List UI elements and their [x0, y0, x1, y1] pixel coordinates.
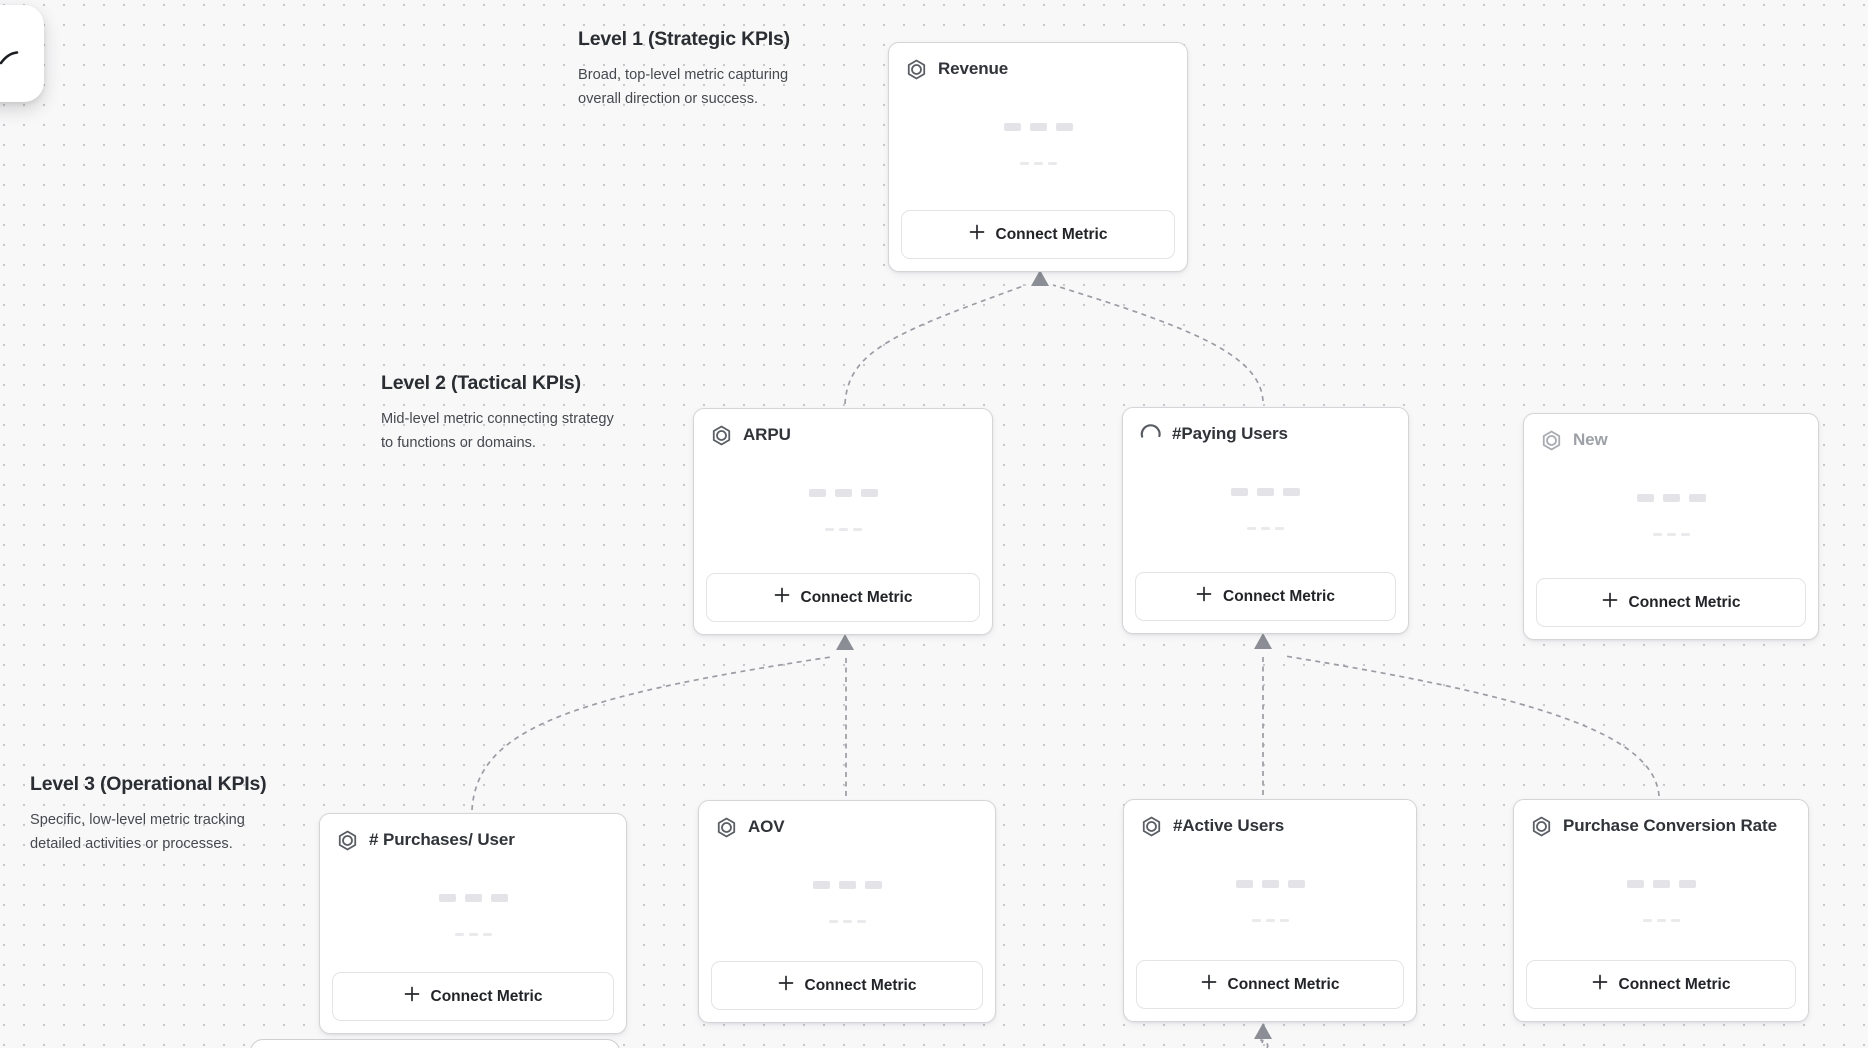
metric-title: #Paying Users	[1172, 424, 1288, 443]
metric-card-purchase-conversion-rate[interactable]: Purchase Conversion Rate Connect Metric	[1513, 799, 1809, 1022]
arrowhead-into-paying-users	[1254, 633, 1272, 649]
floating-panel[interactable]	[0, 5, 44, 102]
plus-icon	[404, 986, 420, 1007]
skeleton-dashes	[1514, 919, 1808, 922]
metric-card-aov[interactable]: AOV Connect Metric	[698, 800, 996, 1023]
skeleton-bars	[694, 489, 992, 497]
edge-purchases-to-arpu	[471, 656, 832, 811]
card-header: # Purchases/ User	[335, 828, 515, 852]
edge-pcr-to-paying-users	[1284, 655, 1660, 797]
skeleton-bars	[320, 894, 626, 902]
plus-icon	[1196, 586, 1212, 607]
metric-hexagon-icon	[904, 57, 928, 81]
skeleton-dashes	[694, 528, 992, 531]
metric-card-active-users[interactable]: #Active Users Connect Metric	[1123, 799, 1417, 1022]
skeleton-bars	[1123, 488, 1408, 496]
pen-stroke-icon	[0, 51, 19, 65]
level-3-description: Specific, low-level metric tracking deta…	[30, 812, 245, 852]
metric-hexagon-icon	[1539, 428, 1563, 452]
connect-metric-label: Connect Metric	[1223, 587, 1335, 605]
metric-card-arpu[interactable]: ARPU Connect Metric	[693, 408, 993, 635]
skeleton-dashes	[699, 920, 995, 923]
card-header: ARPU	[709, 423, 791, 447]
plus-icon	[1592, 974, 1608, 995]
level-1-label: Level 1 (Strategic KPIs) Broad, top-leve…	[578, 28, 840, 111]
level-2-title: Level 2 (Tactical KPIs)	[381, 372, 581, 394]
metric-hexagon-icon	[709, 423, 733, 447]
metric-title: #Active Users	[1173, 816, 1285, 835]
skeleton-dashes	[1524, 533, 1818, 536]
level-3-label: Level 3 (Operational KPIs) Specific, low…	[30, 773, 292, 856]
connect-metric-button[interactable]: Connect Metric	[1536, 578, 1806, 627]
metric-hexagon-icon	[714, 815, 738, 839]
metric-title: Purchase Conversion Rate	[1563, 816, 1777, 835]
connect-metric-label: Connect Metric	[1618, 975, 1731, 993]
card-header: Revenue	[904, 57, 1008, 81]
level-3-title: Level 3 (Operational KPIs)	[30, 773, 267, 795]
edge-arpu-to-revenue	[844, 284, 1027, 405]
arrowhead-into-revenue	[1031, 270, 1049, 286]
connect-metric-label: Connect Metric	[804, 976, 917, 994]
level-2-description: Mid-level metric connecting strategy to …	[381, 411, 614, 451]
connect-metric-button[interactable]: Connect Metric	[706, 573, 980, 622]
plus-icon	[778, 975, 794, 996]
level-1-title: Level 1 (Strategic KPIs)	[578, 28, 790, 50]
card-header: #Paying Users	[1138, 422, 1288, 446]
metric-card-revenue[interactable]: Revenue Connect Metric	[888, 42, 1188, 272]
skeleton-bars	[889, 123, 1187, 131]
skeleton-bars	[1524, 494, 1818, 502]
connect-metric-label: Connect Metric	[1227, 975, 1340, 993]
metric-title: ARPU	[743, 425, 791, 444]
metric-title: New	[1573, 430, 1608, 449]
edge-offscreen-to-active-users	[1260, 1039, 1269, 1048]
metric-title: AOV	[748, 817, 785, 836]
edge-paying-users-to-revenue	[1052, 284, 1264, 402]
card-header: #Active Users	[1139, 814, 1284, 838]
metric-title: # Purchases/ User	[369, 830, 515, 849]
level-2-label: Level 2 (Tactical KPIs) Mid-level metric…	[381, 372, 633, 455]
plus-icon	[1201, 974, 1217, 995]
connect-metric-label: Connect Metric	[800, 588, 913, 606]
card-header: New	[1539, 428, 1608, 452]
skeleton-dashes	[1123, 527, 1408, 530]
arrowhead-into-active-users	[1254, 1023, 1272, 1039]
plus-icon	[969, 224, 985, 245]
connect-metric-label: Connect Metric	[995, 225, 1108, 243]
connect-metric-button[interactable]: Connect Metric	[711, 961, 983, 1010]
skeleton-bars	[699, 881, 995, 889]
arrowhead-into-arpu	[836, 634, 854, 650]
metric-card-paying-users[interactable]: #Paying Users Connect Metric	[1122, 407, 1409, 634]
metric-hexagon-icon	[335, 828, 359, 852]
metric-title: Revenue	[938, 59, 1009, 78]
connect-metric-button[interactable]: Connect Metric	[901, 210, 1175, 259]
metric-hexagon-icon	[1139, 814, 1163, 838]
connect-metric-button[interactable]: Connect Metric	[1526, 960, 1796, 1009]
metric-card-new[interactable]: New Connect Metric	[1523, 413, 1819, 640]
metric-hexagon-icon	[1529, 814, 1553, 838]
skeleton-dashes	[889, 162, 1187, 165]
plus-icon	[1602, 592, 1618, 613]
level-1-description: Broad, top-level metric capturing overal…	[578, 67, 789, 107]
connect-metric-button[interactable]: Connect Metric	[1136, 960, 1404, 1009]
skeleton-dashes	[1124, 919, 1416, 922]
skeleton-bars	[1514, 880, 1808, 888]
card-header: Purchase Conversion Rate	[1529, 814, 1777, 838]
skeleton-dashes	[320, 933, 626, 936]
spinner-icon	[1138, 422, 1162, 446]
skeleton-bars	[1124, 880, 1416, 888]
connect-metric-label: Connect Metric	[430, 987, 543, 1005]
connect-metric-button[interactable]: Connect Metric	[1135, 572, 1396, 621]
plus-icon	[774, 587, 790, 608]
metric-card-purchases-per-user[interactable]: # Purchases/ User Connect Metric	[319, 813, 627, 1034]
connect-metric-button[interactable]: Connect Metric	[332, 972, 614, 1021]
metric-card-partial-bottom[interactable]	[250, 1039, 620, 1048]
connect-metric-label: Connect Metric	[1628, 593, 1741, 611]
card-header: AOV	[714, 815, 785, 839]
